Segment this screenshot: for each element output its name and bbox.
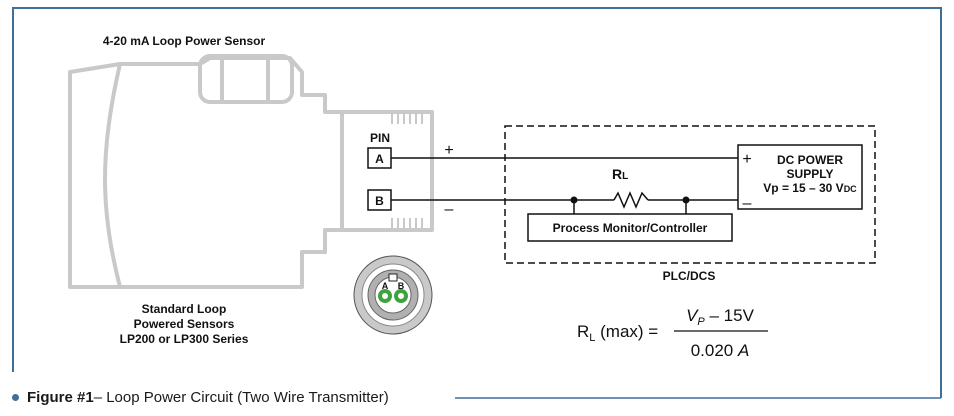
sensor-thread-marks bbox=[391, 112, 423, 230]
wire-minus-sign: – bbox=[445, 201, 454, 218]
supply-plus-sign: + bbox=[742, 151, 751, 168]
connector-pin-a-label: A bbox=[382, 281, 389, 291]
resistor-label: RL bbox=[612, 166, 628, 182]
sensor-body-illustration bbox=[68, 54, 434, 289]
figure-number: Figure #1 bbox=[27, 388, 94, 406]
supply-line3: Vp = 15 – 30 VDC bbox=[763, 181, 857, 195]
process-monitor-label: Process Monitor/Controller bbox=[553, 221, 708, 235]
formula-denominator: 0.020 A bbox=[691, 341, 750, 360]
plc-dcs-label: PLC/DCS bbox=[663, 269, 716, 283]
supply-line2: SUPPLY bbox=[787, 167, 834, 181]
pin-a-label: A bbox=[375, 152, 384, 166]
sensor-title: 4-20 mA Loop Power Sensor bbox=[103, 34, 266, 48]
sensor-caption-line1: Standard Loop bbox=[142, 302, 227, 316]
pin-label: PIN bbox=[370, 131, 390, 145]
sensor-caption-line2: Powered Sensors bbox=[134, 317, 235, 331]
outer-frame bbox=[12, 7, 942, 398]
formula-numerator: VP – 15V bbox=[686, 306, 754, 328]
figure-caption: Figure #1 – Loop Power Circuit (Two Wire… bbox=[12, 386, 397, 408]
supply-line1: DC POWER bbox=[777, 153, 843, 167]
resistor-rl bbox=[613, 191, 649, 209]
connector-end-view bbox=[353, 255, 433, 335]
caption-bullet-icon bbox=[12, 393, 19, 401]
formula-lhs: RL (max) = bbox=[577, 322, 658, 344]
supply-minus-sign: – bbox=[743, 195, 752, 212]
connector-pin-b-label: B bbox=[398, 281, 405, 291]
wire-plus-sign: + bbox=[444, 142, 453, 159]
pin-b-label: B bbox=[375, 194, 384, 208]
figure-title: – Loop Power Circuit (Two Wire Transmitt… bbox=[93, 388, 389, 406]
process-monitor-box bbox=[527, 213, 733, 242]
dc-power-supply-box bbox=[737, 144, 863, 210]
sensor-caption-line3: LP200 or LP300 Series bbox=[120, 332, 249, 346]
